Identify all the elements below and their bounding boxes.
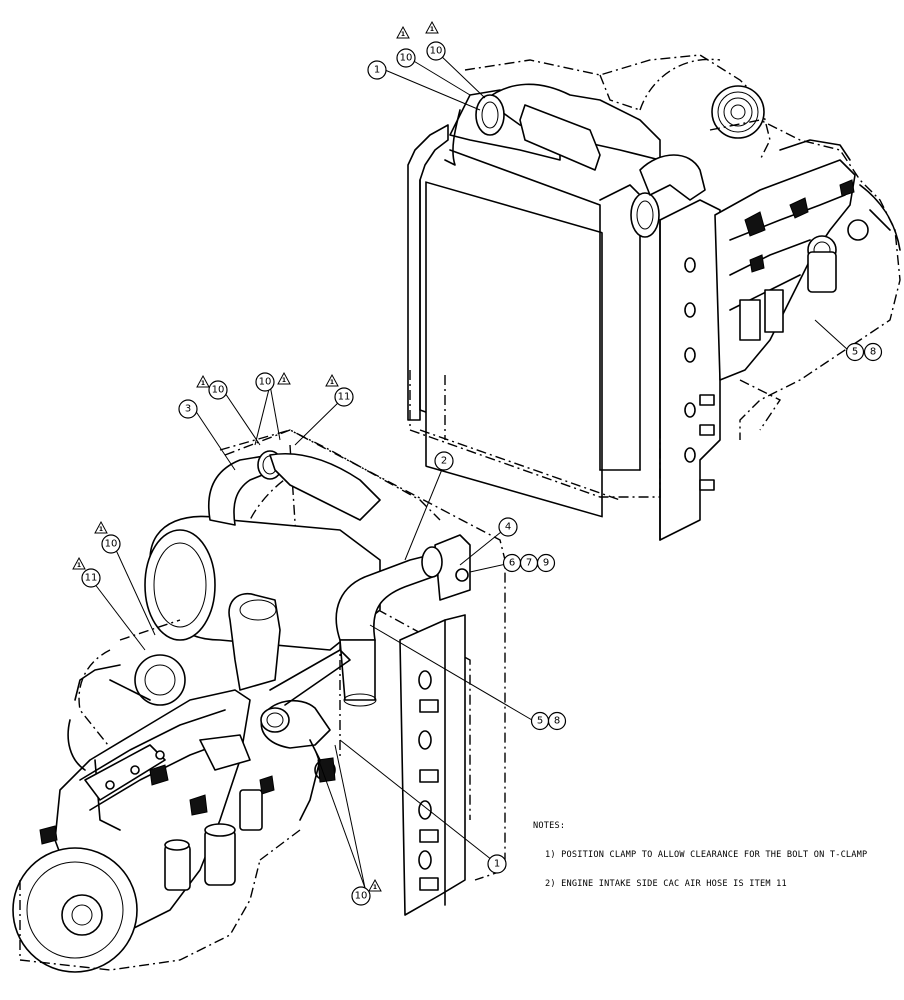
callout-balloon[interactable]: 10 (255, 372, 275, 392)
callout-balloon[interactable]: 6 (502, 553, 522, 573)
note-flag-icon: 1 (72, 556, 86, 570)
callout-number: 8 (554, 716, 560, 727)
note-flag-icon: 1 (94, 520, 108, 534)
callout-balloon[interactable]: 10 (426, 41, 446, 61)
svg-text:1: 1 (430, 26, 434, 33)
callout-balloon[interactable]: 10 (396, 48, 416, 68)
callout-number: 10 (355, 891, 368, 902)
note-flag-icon: 1 (425, 20, 439, 34)
svg-text:1: 1 (201, 380, 205, 387)
callout-balloon[interactable]: 10 (101, 534, 121, 554)
callout-balloon[interactable]: 3 (178, 399, 198, 419)
callout-number: 4 (505, 522, 511, 533)
callout-number: 9 (543, 558, 549, 569)
bottom-callouts: 3 10 10 11 2 4 6 7 9 10 11 (81, 372, 567, 906)
note-flag-icon: 1 (196, 374, 210, 388)
callout-number: 5 (537, 716, 543, 727)
note-flag-icon: 1 (325, 373, 339, 387)
callout-number: 10 (430, 46, 443, 57)
callout-balloon[interactable]: 7 (519, 553, 539, 573)
callout-number: 2 (441, 456, 447, 467)
callout-number: 5 (852, 347, 858, 358)
callout-balloon[interactable]: 5 (845, 342, 865, 362)
callout-number: 11 (338, 392, 351, 403)
callout-number: 10 (105, 539, 118, 550)
callout-balloon[interactable]: 8 (863, 342, 883, 362)
note-flag-icon: 1 (277, 371, 291, 385)
notes-block: NOTES: 1) POSITION CLAMP TO ALLOW CLEARA… (533, 803, 867, 899)
note-flags: 1 1 1 1 1 1 1 1 (72, 20, 439, 892)
callout-number: 1 (494, 859, 500, 870)
callout-number: 10 (212, 385, 225, 396)
bottom-assembly (12, 429, 506, 973)
note-item: 1) POSITION CLAMP TO ALLOW CLEARANCE FOR… (545, 849, 868, 860)
callout-number: 10 (400, 53, 413, 64)
notes-heading: NOTES: (533, 821, 566, 832)
svg-text:1: 1 (373, 884, 377, 891)
callout-balloon[interactable]: 9 (536, 553, 556, 573)
callout-balloon[interactable]: 1 (367, 60, 387, 80)
callout-number: 11 (85, 573, 98, 584)
note-item: 2) ENGINE INTAKE SIDE CAC AIR HOSE IS IT… (545, 878, 787, 889)
callout-balloon[interactable]: 8 (547, 711, 567, 731)
svg-text:1: 1 (282, 377, 286, 384)
callout-number: 8 (870, 347, 876, 358)
note-flag-icon: 1 (368, 878, 382, 892)
callout-number: 1 (374, 65, 380, 76)
top-assembly (407, 54, 901, 541)
callout-balloon[interactable]: 11 (81, 568, 101, 588)
callout-balloon[interactable]: 5 (530, 711, 550, 731)
callout-balloon[interactable]: 4 (498, 517, 518, 537)
callout-number: 10 (259, 377, 272, 388)
callout-balloon[interactable]: 10 (208, 380, 228, 400)
top-callouts: 1 10 10 5 8 (367, 41, 883, 362)
callout-balloon[interactable]: 1 (487, 854, 507, 874)
callout-balloon[interactable]: 2 (434, 451, 454, 471)
svg-text:1: 1 (401, 31, 405, 38)
svg-text:1: 1 (99, 526, 103, 533)
callout-balloon[interactable]: 11 (334, 387, 354, 407)
callout-number: 6 (509, 558, 515, 569)
note-flag-icon: 1 (396, 25, 410, 39)
svg-text:1: 1 (77, 562, 81, 569)
callout-balloon[interactable]: 10 (351, 886, 371, 906)
svg-text:1: 1 (330, 379, 334, 386)
callout-number: 3 (185, 404, 191, 415)
callout-number: 7 (526, 558, 532, 569)
